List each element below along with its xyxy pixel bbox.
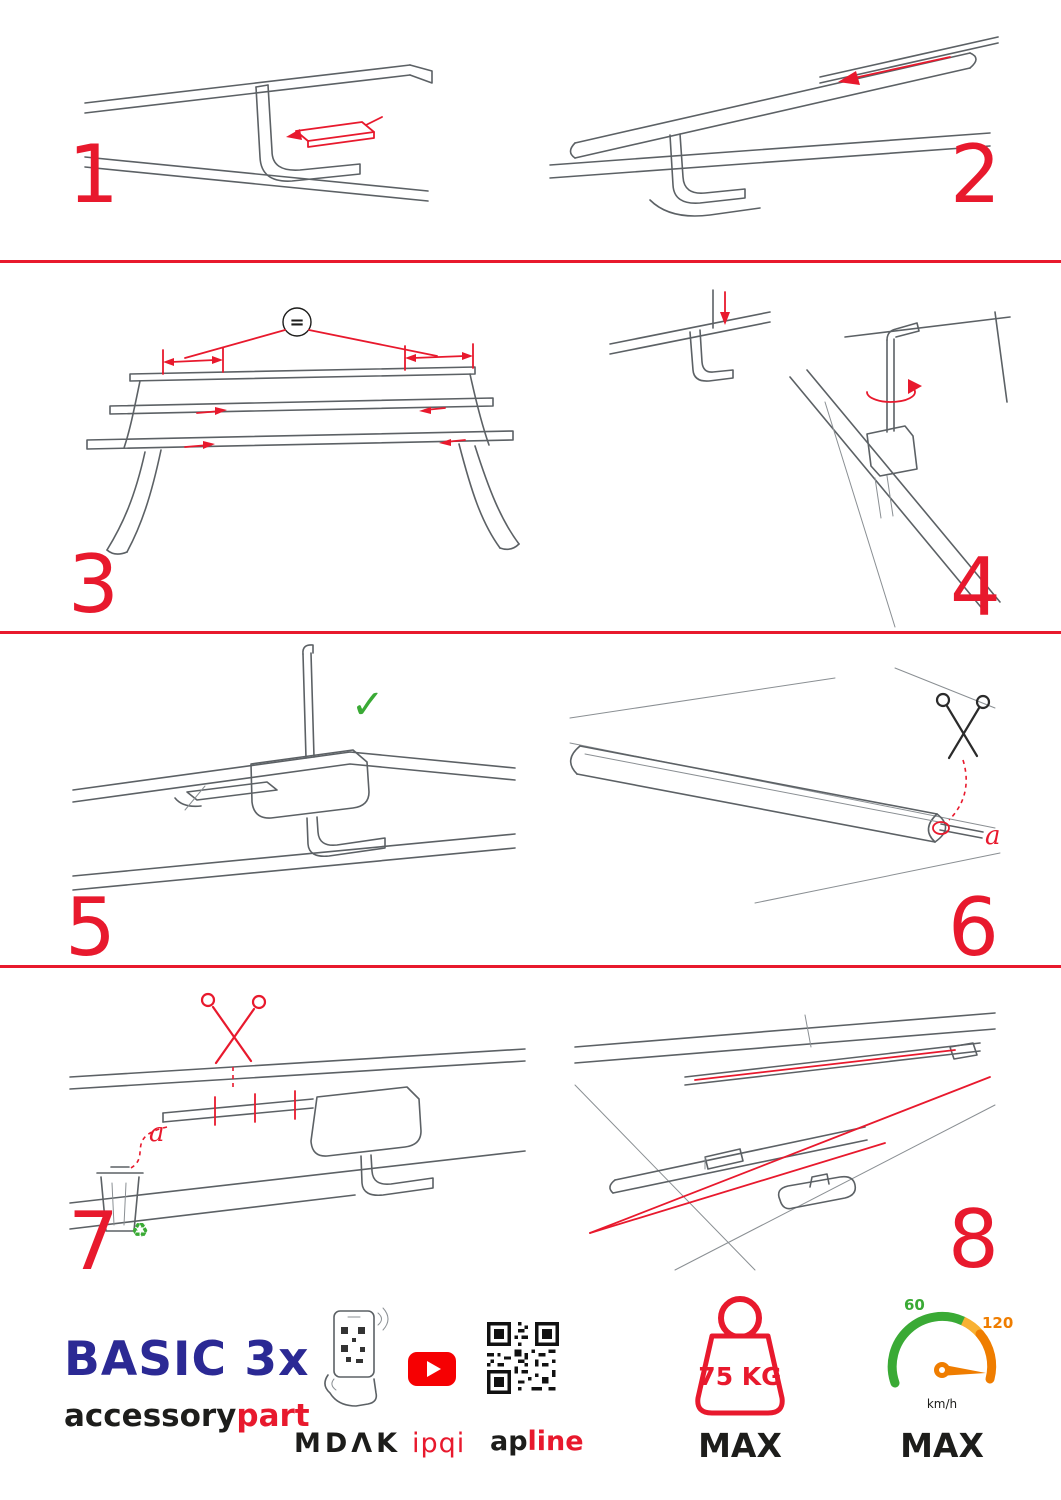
speedometer-icon: 60 120 km/h [887, 1296, 1013, 1411]
roof-rail-drawing [789, 311, 1011, 628]
hex-key-drawing [886, 322, 920, 433]
step-5-number: 5 [65, 881, 116, 974]
clamp-drawing [649, 133, 761, 217]
cut-guide-line [948, 759, 967, 821]
channel-highlight [932, 821, 950, 835]
step-6-illustration: a [569, 667, 1001, 904]
measure-arrows-left [162, 347, 224, 375]
step-3-number: 3 [68, 538, 119, 631]
crossbar-end-drawing [569, 745, 984, 843]
scissors-icon [935, 692, 991, 760]
section-divider [0, 631, 1061, 634]
step-8-number: 8 [948, 1193, 999, 1286]
clamp-drawing [866, 425, 918, 519]
product-name: BASIC 3x [64, 1332, 310, 1387]
tbolt-adapter-drawing [777, 1173, 857, 1210]
roof-edge-drawing [84, 64, 433, 202]
equal-sign: = [289, 312, 304, 333]
logo-apline: apline [490, 1426, 584, 1457]
logo-mdak: MDΛK [294, 1428, 402, 1459]
section-divider [0, 965, 1061, 968]
recycle-icon: ♻ [131, 1218, 149, 1242]
discard-guide-line [128, 1126, 168, 1170]
youtube-icon [408, 1352, 456, 1386]
step-7-illustration: a ♻ [69, 992, 526, 1242]
max-weight-icon: 75 KG [695, 1296, 785, 1416]
scissors-icon [200, 992, 267, 1065]
step-7-number: 7 [68, 1195, 119, 1288]
step-1-number: 1 [68, 128, 119, 221]
roof-drawing [574, 1012, 996, 1271]
three-crossbars-drawing [86, 366, 514, 450]
clamp-drawing [310, 1086, 434, 1197]
crossbar-drawing [569, 36, 999, 159]
apline-red: line [527, 1426, 584, 1457]
roof-rail-drawing [549, 132, 991, 179]
phone-scan-icon [324, 1307, 389, 1407]
step-4-illustration [609, 289, 1011, 628]
qr-code-icon [487, 1322, 559, 1394]
section-divider [0, 260, 1061, 263]
step-4-number: 4 [950, 541, 1001, 634]
clamp-assembly-drawing [174, 749, 386, 858]
step-6-number: 6 [948, 881, 999, 974]
roof-drawing [72, 751, 516, 891]
step-1-illustration [84, 64, 433, 202]
clamp-drawing [255, 84, 361, 182]
brand-black: accessory [64, 1398, 237, 1434]
step-2-illustration [549, 36, 999, 217]
brand-red: part [236, 1398, 310, 1434]
slide-arrow [838, 56, 951, 85]
measure-arrows-right [404, 343, 474, 371]
speed-high-label: 120 [982, 1314, 1013, 1332]
step-8-illustration [574, 1012, 996, 1271]
support-feet-drawing [106, 373, 520, 555]
lower-bar-drawing [609, 1126, 868, 1194]
speed-unit-label: km/h [927, 1397, 957, 1411]
adjust-arrows [184, 407, 466, 449]
strip-label-a: a [985, 821, 1001, 851]
weight-value: 75 KG [698, 1362, 781, 1391]
step-2-number: 2 [950, 128, 1001, 221]
rubber-strip-drawing [162, 1090, 314, 1126]
equal-spacing-badge: = [184, 307, 438, 359]
step-5-illustration: ✓ [72, 644, 516, 891]
pin-drawing [302, 644, 315, 759]
pin-insert-inset [609, 289, 771, 382]
upper-bar-drawing [684, 1042, 981, 1086]
rotation-arrow [866, 379, 922, 403]
roof-drawing [69, 1048, 526, 1230]
speed-max-label: MAX [900, 1426, 984, 1465]
check-icon: ✓ [351, 682, 385, 728]
phone-qr-pixels [341, 1327, 365, 1363]
logo-ipqi: ipqi [412, 1428, 466, 1459]
speedometer-needle [939, 1364, 986, 1376]
weight-max-label: MAX [698, 1426, 782, 1465]
step-3-illustration: = [86, 307, 520, 555]
brand-logo: accessorypart [64, 1398, 310, 1434]
trash-bin-icon [96, 1166, 144, 1232]
speed-low-label: 60 [904, 1296, 925, 1314]
alignment-lines [589, 1076, 991, 1234]
strip-label-a: a [149, 1118, 165, 1148]
apline-black: ap [490, 1426, 528, 1457]
rubber-pad-highlight [286, 116, 383, 148]
